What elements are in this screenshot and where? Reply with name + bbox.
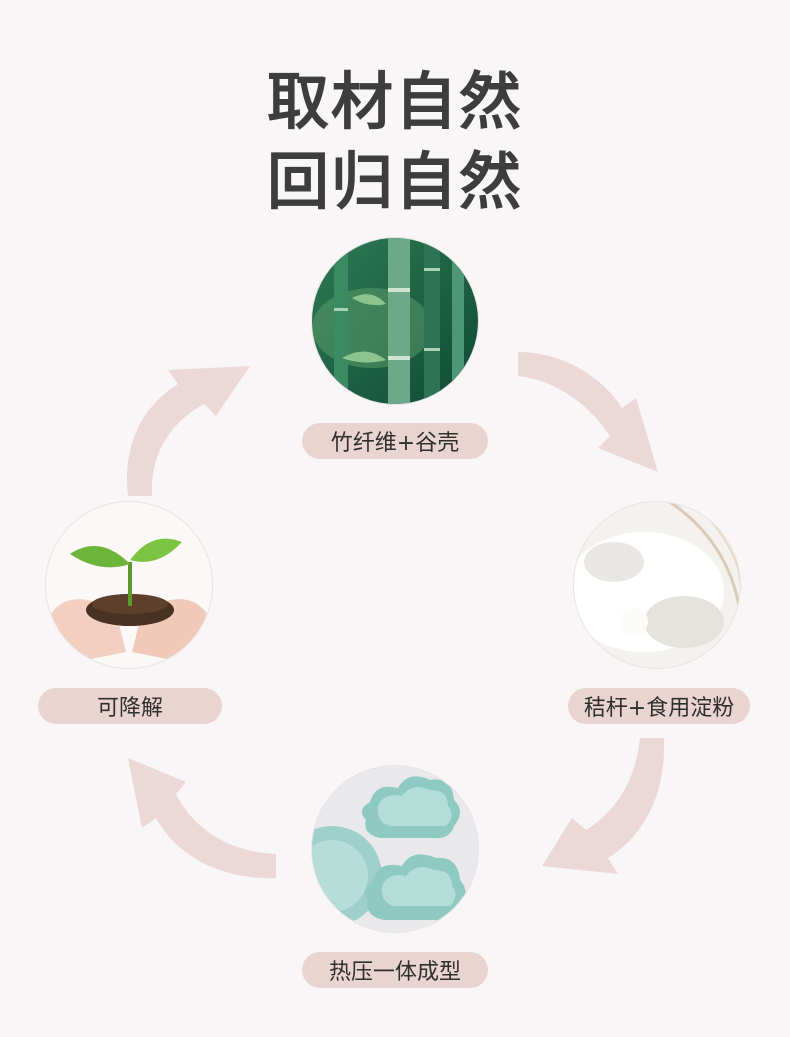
step-label-bamboo-fiber: 竹纤维+谷壳 [302, 423, 488, 459]
step-label-straw-starch: 秸杆+食用淀粉 [568, 688, 750, 724]
starch-powder-photo-icon [574, 502, 740, 668]
step-label-hot-press: 热压一体成型 [302, 952, 488, 988]
plates-image [312, 766, 478, 932]
seedling-image [46, 502, 212, 668]
bamboo-photo-icon [312, 238, 478, 404]
title-line-1: 取材自然 [266, 65, 523, 138]
starch-image [574, 502, 740, 668]
seedling-in-hands-photo-icon [46, 502, 212, 668]
step-label-degradable: 可降解 [38, 688, 222, 724]
title-line-2: 回归自然 [266, 145, 523, 218]
arrow-top-right-icon [518, 352, 658, 472]
arrow-top-left-icon [126, 366, 250, 496]
bamboo-image [312, 238, 478, 404]
cloud-plates-photo-icon [312, 766, 478, 932]
arrow-bottom-right-icon [542, 738, 665, 874]
arrow-bottom-left-icon [128, 758, 276, 879]
